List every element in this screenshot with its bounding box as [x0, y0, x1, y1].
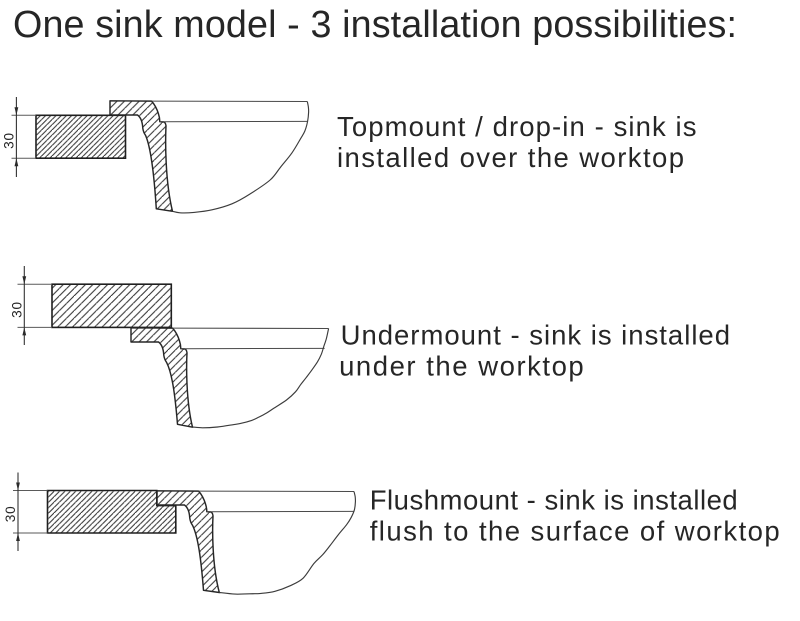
svg-text:Undermount - sink is installed: Undermount - sink is installed — [341, 320, 730, 351]
svg-text:One sink model - 3 installatio: One sink model - 3 installation possibil… — [13, 3, 737, 45]
svg-text:flush to the surface of workto: flush to the surface of worktop — [370, 516, 780, 547]
svg-text:Flushmount - sink is installed: Flushmount - sink is installed — [370, 485, 738, 516]
svg-text:30: 30 — [2, 132, 17, 148]
svg-text:installed over the worktop: installed over the worktop — [337, 142, 684, 173]
svg-text:under the worktop: under the worktop — [339, 351, 584, 382]
svg-text:Topmount / drop-in - sink is: Topmount / drop-in - sink is — [337, 111, 697, 142]
svg-text:30: 30 — [9, 301, 24, 317]
svg-text:30: 30 — [3, 506, 18, 522]
